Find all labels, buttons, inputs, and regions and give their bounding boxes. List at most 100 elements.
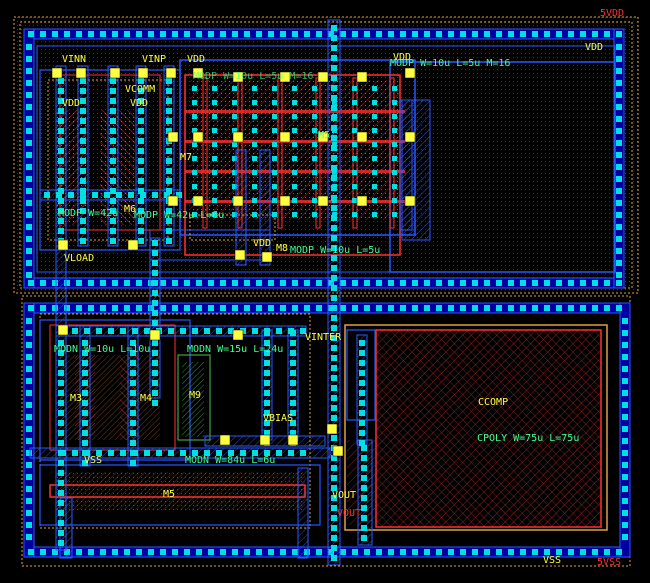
via-contact: [130, 460, 136, 466]
via-contact: [331, 265, 337, 271]
via-contact: [359, 390, 365, 396]
via-contact: [216, 450, 222, 456]
ring-contact: [388, 549, 394, 555]
via-contact: [331, 525, 337, 531]
pin-square: [75, 67, 87, 79]
ring-contact: [616, 152, 622, 158]
ring-contact: [100, 31, 106, 37]
ring-contact: [622, 426, 628, 432]
via-contact: [290, 360, 296, 366]
ring-contact: [496, 31, 502, 37]
via-contact: [166, 128, 172, 134]
via-contact: [110, 98, 116, 104]
via-contact: [228, 450, 234, 456]
ring-contact: [412, 305, 418, 311]
via-contact: [44, 192, 50, 198]
diff-contact: [192, 114, 197, 119]
ring-contact: [622, 318, 628, 324]
pin-square: [404, 195, 416, 207]
via-contact: [331, 515, 337, 521]
via-contact: [110, 78, 116, 84]
via-contact: [58, 88, 64, 94]
via-contact: [138, 138, 144, 144]
diff-contact: [232, 184, 237, 189]
ring-contact: [544, 31, 550, 37]
via-contact: [331, 255, 337, 261]
diff-contact: [252, 142, 257, 147]
ring-contact: [448, 549, 454, 555]
via-contact: [156, 450, 162, 456]
ring-contact: [604, 280, 610, 286]
via-contact: [82, 370, 88, 376]
ring-contact: [556, 549, 562, 555]
ring-contact: [26, 152, 32, 158]
ring-contact: [160, 31, 166, 37]
ring-contact: [112, 280, 118, 286]
via-contact: [331, 415, 337, 421]
via-contact: [138, 98, 144, 104]
ring-contact: [424, 549, 430, 555]
ring-contact: [26, 450, 32, 456]
via-contact: [152, 290, 158, 296]
ring-contact: [40, 549, 46, 555]
ring-contact: [622, 414, 628, 420]
ring-contact: [316, 549, 322, 555]
pin-square: [317, 71, 329, 83]
via-contact: [116, 192, 122, 198]
ring-contact: [268, 280, 274, 286]
ring-contact: [616, 116, 622, 122]
pin-square: [356, 195, 368, 207]
via-contact: [58, 430, 64, 436]
via-contact: [80, 148, 86, 154]
label-vcomm: VCOMM: [125, 84, 155, 95]
ring-contact: [124, 549, 130, 555]
via-contact: [264, 350, 270, 356]
ring-contact: [268, 31, 274, 37]
ring-contact: [256, 305, 262, 311]
label-vinn: VINN: [62, 54, 86, 65]
ring-contact: [292, 305, 298, 311]
via-contact: [331, 75, 337, 81]
via-contact: [240, 450, 246, 456]
via-contact: [359, 370, 365, 376]
ring-contact: [532, 31, 538, 37]
ring-contact: [568, 280, 574, 286]
ring-contact: [592, 31, 598, 37]
via-contact: [361, 505, 367, 511]
via-contact: [228, 328, 234, 334]
ring-contact: [88, 31, 94, 37]
via-contact: [138, 208, 144, 214]
diff-contact: [292, 184, 297, 189]
ring-contact: [496, 549, 502, 555]
diff-contact: [212, 198, 217, 203]
label-modn-left: MODN W=10u L=10u: [54, 344, 150, 355]
ring-contact: [26, 390, 32, 396]
diff-contact: [212, 114, 217, 119]
metal-route: [163, 65, 175, 247]
ring-contact: [340, 31, 346, 37]
via-contact: [152, 240, 158, 246]
via-contact: [110, 228, 116, 234]
ring-contact: [556, 305, 562, 311]
via-contact: [82, 390, 88, 396]
via-contact: [264, 360, 270, 366]
via-contact: [331, 475, 337, 481]
via-contact: [58, 78, 64, 84]
ring-contact: [376, 549, 382, 555]
label-vinp: VINP: [142, 54, 166, 65]
diff-contact: [352, 170, 357, 175]
ring-contact: [292, 280, 298, 286]
ring-contact: [40, 280, 46, 286]
diff-contact: [352, 142, 357, 147]
ring-contact: [604, 305, 610, 311]
ring-contact: [26, 128, 32, 134]
ring-contact: [268, 305, 274, 311]
via-contact: [130, 390, 136, 396]
ring-contact: [232, 305, 238, 311]
ring-contact: [400, 549, 406, 555]
via-contact: [331, 225, 337, 231]
diff-contact: [232, 86, 237, 91]
ring-contact: [184, 549, 190, 555]
ring-contact: [26, 260, 32, 266]
via-contact: [72, 328, 78, 334]
